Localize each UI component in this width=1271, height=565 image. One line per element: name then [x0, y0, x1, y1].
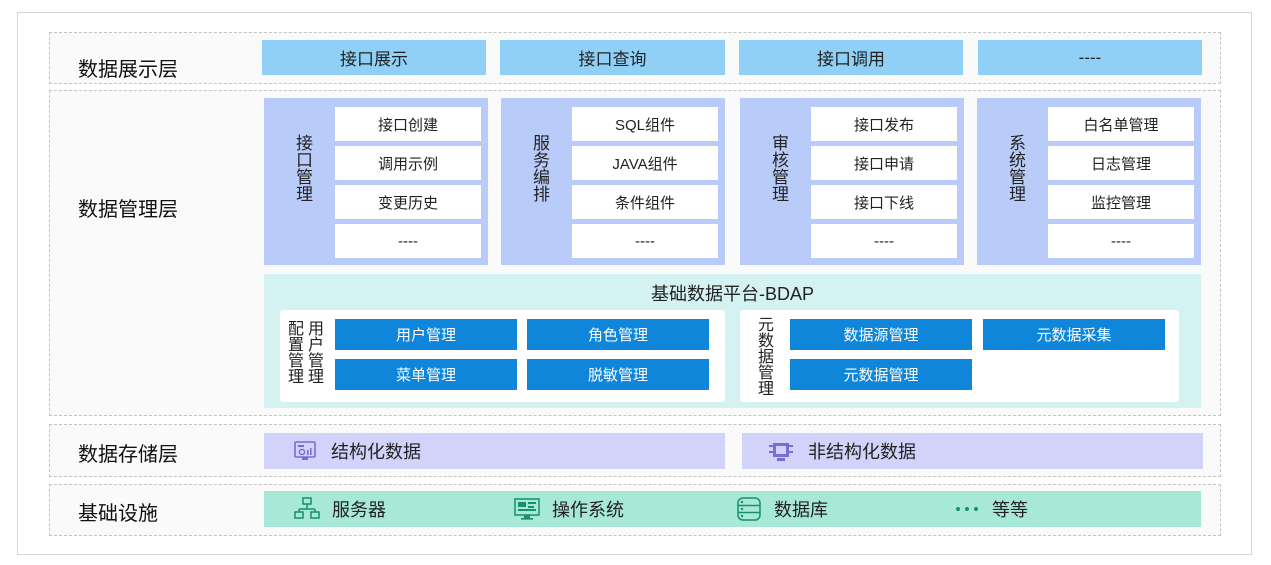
- group-service-orchestration: 服务编排 SQL组件 JAVA组件 条件组件 ----: [501, 98, 725, 265]
- server-network-icon: [294, 497, 320, 519]
- presentation-more-box: ----: [978, 40, 1202, 75]
- user-config-panel: 配置管理 用户管理 用户管理 角色管理 菜单管理 脱敏管理: [280, 310, 725, 402]
- infrastructure-bar: 服务器 操作系统 数据库 等等: [264, 491, 1201, 527]
- ellipsis-icon: [956, 507, 978, 511]
- monitor-icon: [514, 498, 540, 520]
- infrastructure-layer-title: 基础设施: [78, 503, 158, 525]
- interface-display-box: 接口展示: [262, 40, 486, 75]
- group-label: 审核管理: [769, 134, 788, 202]
- structured-data-icon: [293, 439, 317, 463]
- group-item: 调用示例: [335, 146, 481, 180]
- infra-item-database: 数据库: [736, 491, 828, 527]
- group-item: 接口发布: [811, 107, 957, 141]
- interface-call-box: 接口调用: [739, 40, 963, 75]
- group-label: 服务编排: [530, 134, 549, 202]
- structured-data-label: 结构化数据: [331, 442, 421, 462]
- unstructured-data-label: 非结构化数据: [808, 442, 916, 462]
- metadata-collection-button: 元数据采集: [983, 319, 1165, 350]
- metadata-panel: 元数据管理 数据源管理 元数据采集 元数据管理: [740, 310, 1179, 402]
- role-management-button: 角色管理: [527, 319, 709, 350]
- interface-query-box: 接口查询: [500, 40, 725, 75]
- infra-item-server: 服务器: [294, 491, 386, 527]
- datasource-management-button: 数据源管理: [790, 319, 972, 350]
- management-layer-title: 数据管理层: [78, 199, 178, 221]
- group-item: ----: [572, 224, 718, 258]
- group-item: 接口申请: [811, 146, 957, 180]
- group-item: 白名单管理: [1048, 107, 1194, 141]
- unstructured-data-icon: [768, 439, 794, 463]
- structured-data-box: 结构化数据: [264, 433, 725, 469]
- menu-management-button: 菜单管理: [335, 359, 517, 390]
- group-label: 接口管理: [293, 134, 312, 202]
- infra-label: 操作系统: [552, 500, 624, 520]
- group-item: JAVA组件: [572, 146, 718, 180]
- user-management-button: 用户管理: [335, 319, 517, 350]
- bdap-platform: 基础数据平台-BDAP 配置管理 用户管理 用户管理 角色管理 菜单管理 脱敏管…: [264, 274, 1201, 408]
- group-interface-management: 接口管理 接口创建 调用示例 变更历史 ----: [264, 98, 488, 265]
- infra-label: 数据库: [774, 500, 828, 520]
- storage-layer-title: 数据存储层: [78, 444, 178, 466]
- database-icon: [737, 497, 761, 521]
- group-item: ----: [811, 224, 957, 258]
- user-management-label: 用户管理: [305, 320, 322, 384]
- infra-label: 服务器: [332, 500, 386, 520]
- presentation-layer-title: 数据展示层: [78, 59, 178, 81]
- masking-management-button: 脱敏管理: [527, 359, 709, 390]
- infra-label: 等等: [992, 500, 1028, 520]
- diagram-frame: [17, 12, 1252, 555]
- metadata-management-label: 元数据管理: [755, 316, 772, 396]
- metadata-management-button: 元数据管理: [790, 359, 972, 390]
- group-item: 条件组件: [572, 185, 718, 219]
- group-item: 监控管理: [1048, 185, 1194, 219]
- infra-item-os: 操作系统: [514, 491, 624, 527]
- group-review-management: 审核管理 接口发布 接口申请 接口下线 ----: [740, 98, 964, 265]
- config-management-label: 配置管理: [285, 320, 302, 384]
- group-item: ----: [335, 224, 481, 258]
- group-item: ----: [1048, 224, 1194, 258]
- group-item: 变更历史: [335, 185, 481, 219]
- group-label: 系统管理: [1006, 134, 1025, 202]
- group-item: 接口创建: [335, 107, 481, 141]
- group-system-management: 系统管理 白名单管理 日志管理 监控管理 ----: [977, 98, 1201, 265]
- bdap-title: 基础数据平台-BDAP: [650, 284, 814, 304]
- infra-item-etc: 等等: [954, 491, 1028, 527]
- group-item: 日志管理: [1048, 146, 1194, 180]
- unstructured-data-box: 非结构化数据: [742, 433, 1203, 469]
- group-item: SQL组件: [572, 107, 718, 141]
- group-item: 接口下线: [811, 185, 957, 219]
